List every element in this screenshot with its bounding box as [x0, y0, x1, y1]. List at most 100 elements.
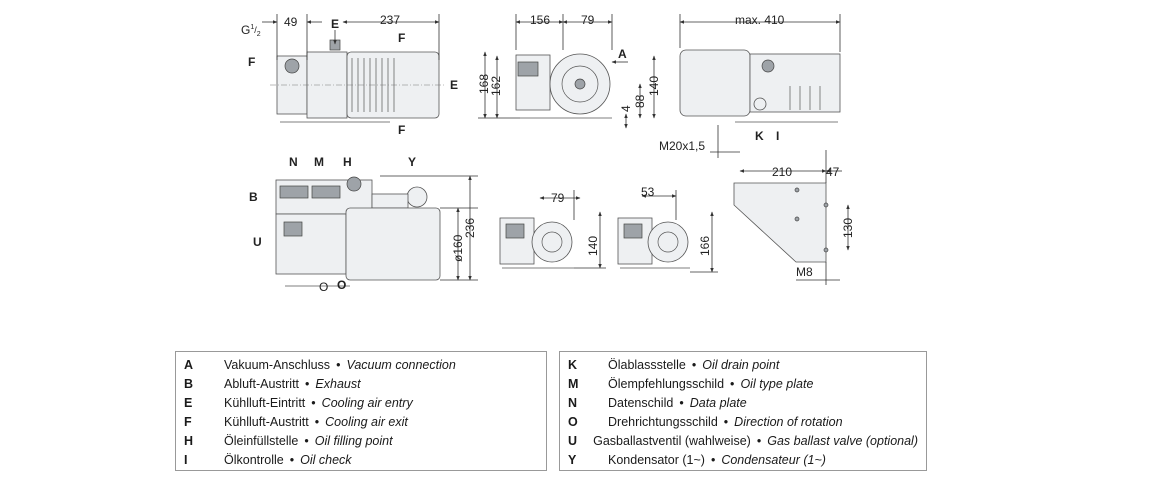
callout-e-top: E: [331, 17, 339, 31]
legend-row: Y Kondensator (1~) • Condensateur (1~): [568, 450, 918, 469]
dim-140: 140: [647, 76, 661, 96]
legend-row: B Abluft-Austritt • Exhaust: [184, 374, 538, 393]
legend-bullet: •: [691, 357, 697, 372]
technical-drawing: G1/2 49 E 237 F F E F 156 79 168 162 4 8…: [241, 13, 855, 294]
top-view: [679, 14, 841, 158]
legend-bullet: •: [289, 452, 295, 467]
port-thread-label: G1/2: [241, 23, 261, 38]
legend-en: Cooling air exit: [325, 414, 408, 429]
dim-dia-160: ø160: [451, 234, 465, 262]
side-view: [262, 14, 445, 123]
legend-key: I: [184, 452, 188, 467]
dim-168: 168: [477, 74, 491, 94]
legend-en: Oil type plate: [740, 376, 814, 391]
dim-236: 236: [463, 218, 477, 238]
legend-en: Exhaust: [315, 376, 361, 391]
legend-key: N: [568, 395, 578, 410]
legend-key: Y: [568, 452, 577, 467]
legend-de: Ölempfehlungsschild: [608, 376, 725, 391]
legend-en: Direction of rotation: [734, 414, 843, 429]
legend-row: I Ölkontrolle • Oil check: [184, 450, 538, 469]
legend-left: A Vakuum-Anschluss • Vacuum connection B Abl…: [175, 351, 547, 471]
legend-de: Öleinfüllstelle: [224, 433, 299, 448]
callout-o-2: O: [337, 278, 346, 292]
legend-bullet: •: [314, 414, 320, 429]
legend-de: Vakuum-Anschluss: [224, 357, 331, 372]
legend-key: F: [184, 414, 192, 429]
end-view-2: [499, 190, 606, 269]
legend-key: E: [184, 395, 193, 410]
callout-b: B: [249, 190, 258, 204]
callout-k: K: [755, 129, 764, 143]
callout-u: U: [253, 235, 262, 249]
callout-a: A: [618, 47, 627, 61]
legend-bullet: •: [679, 395, 684, 410]
legend-de: Abluft-Austritt: [224, 376, 300, 391]
dim-max-410: max. 410: [735, 13, 785, 27]
legend-de: Ölablassstelle: [608, 357, 686, 372]
legend-de: Gasballastventil (wahlweise): [593, 433, 751, 448]
dim-210: 210: [772, 165, 792, 179]
callout-h: H: [343, 155, 352, 169]
callout-f-left: F: [248, 55, 255, 69]
legend-key: O: [568, 414, 578, 429]
legend-en: Vacuum connection: [346, 357, 456, 372]
legend-bullet: •: [311, 395, 316, 410]
second-side-view: [275, 175, 478, 287]
legend-de: Kondensator (1~): [608, 452, 705, 467]
dim-47: 47: [826, 165, 840, 179]
callout-m: M: [314, 155, 324, 169]
legend-right: K Ölablassstelle • Oil drain point M Ölempfe…: [559, 351, 927, 471]
dim-4: 4: [619, 105, 633, 112]
dim-162: 162: [489, 76, 503, 96]
legend-de: Ölkontrolle: [224, 452, 284, 467]
dim-88: 88: [633, 94, 647, 108]
legend-en: Oil drain point: [702, 357, 780, 372]
dim-49: 49: [284, 15, 298, 29]
dim-79-b: 79: [551, 191, 565, 205]
legend-key: H: [184, 433, 194, 448]
end-view-3: [617, 190, 718, 273]
dim-156: 156: [530, 13, 550, 27]
legend-en: Oil filling point: [314, 433, 393, 448]
legend-de: Kühlluft-Austritt: [224, 414, 309, 429]
legend-key: K: [568, 357, 578, 372]
callout-f-bottom: F: [398, 123, 405, 137]
legend-row: M Ölempfehlungsschild • Oil type plate: [568, 374, 918, 393]
front-view: [478, 14, 656, 129]
dim-53: 53: [641, 185, 655, 199]
legend-key: A: [184, 357, 194, 372]
legend-bullet: •: [730, 376, 735, 391]
legend-key: U: [568, 433, 578, 448]
legend-bullet: •: [305, 376, 310, 391]
dim-79: 79: [581, 13, 595, 27]
thread-m20: M20x1,5: [659, 139, 705, 153]
legend-en: Oil check: [300, 452, 352, 467]
legend-de: Drehrichtungsschild: [608, 414, 718, 429]
legend-en: Data plate: [689, 395, 747, 410]
legend-row: F Kühlluft-Austritt • Cooling air exit: [184, 412, 538, 431]
legend-bullet: •: [304, 433, 309, 448]
legend-en: Cooling air entry: [321, 395, 413, 410]
legend-bullet: •: [723, 414, 729, 429]
callout-o-1: O: [319, 280, 328, 294]
legend-row: N Datenschild • Data plate: [568, 393, 918, 412]
foot-plate: [733, 150, 850, 285]
legend-row: O Drehrichtungsschild • Direction of rotati…: [568, 412, 918, 431]
legend-key: B: [184, 376, 194, 391]
callout-f-top: F: [398, 31, 405, 45]
legend-en: Gas ballast valve (optional): [767, 433, 918, 448]
legend-row: H Öleinfüllstelle • Oil filling point: [184, 431, 538, 450]
legend-bullet: •: [710, 452, 716, 467]
legend-key: M: [568, 376, 579, 391]
callout-e-right: E: [450, 78, 458, 92]
dim-130: 130: [841, 218, 855, 238]
callout-i: I: [776, 129, 779, 143]
legend-row: K Ölablassstelle • Oil drain point: [568, 355, 918, 374]
legend-en: Condensateur (1~): [721, 452, 826, 467]
callout-n: N: [289, 155, 298, 169]
dim-237: 237: [380, 13, 400, 27]
legend-de: Datenschild: [608, 395, 674, 410]
